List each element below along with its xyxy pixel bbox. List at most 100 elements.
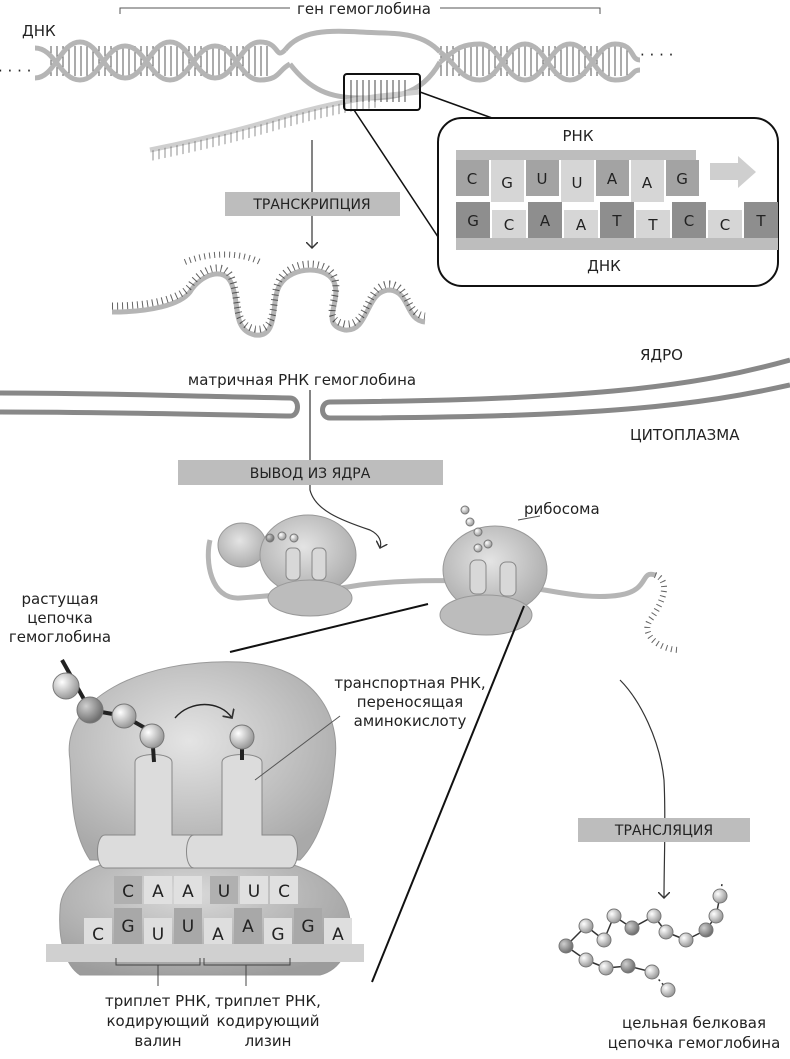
mrna-codon-base: A [324,918,352,945]
gene-bracket [119,7,601,14]
triplet-lysine-line2: кодирующий [216,1012,319,1030]
triplet-valine-line1: триплет РНК, [105,992,211,1010]
inset-dna-base-letter: A [540,212,551,230]
inset-rna-base: G [491,160,524,202]
inset-dna-base-letter: T [611,212,622,230]
mrna-codon-letter: U [182,917,194,937]
inset-dna-label: ДНК [587,257,621,275]
inset-dna-base-letter: A [576,216,587,234]
amino-acid-bead [698,922,714,938]
dna-left-ellipsis: · · · · [0,62,31,80]
mrna-codon-base: U [174,908,202,944]
inset-dna-base: T [600,202,634,238]
dna-label: ДНК [22,22,56,40]
inset-rna-base-letter: A [642,174,653,192]
mrna-codon-letter: A [332,925,344,945]
anticodon-base: C [270,876,298,904]
anticodon-letter: U [218,882,230,902]
inset-dna-base: G [456,202,490,238]
inset-rna-base-letter: U [537,170,548,188]
triplet-lysine-line1: триплет РНК, [215,992,321,1010]
mrna-codon-letter: G [121,917,134,937]
inset-rna-base: U [561,160,594,202]
inset-dna-base-letter: C [720,216,730,234]
anticodon-letter: A [152,882,164,902]
inset-dna-base: T [636,210,670,238]
mrna-codon-base: C [84,918,112,945]
amino-acid-bead [558,938,574,954]
inset-dna-base: C [672,202,706,238]
inset-dna-base: A [564,210,598,238]
translation-arrow [619,679,665,898]
amino-acid-bead [708,908,724,924]
trna-line2: переносящая [357,693,463,711]
mrna-codon-base: G [264,918,292,945]
mrna-codon-base: A [234,908,262,944]
hemoglobin-protein-chain [558,883,728,998]
mrna-codon-letter: C [92,925,104,945]
growing-chain-line3: гемоглобина [9,628,111,646]
mrna-codon-base: G [294,908,322,944]
trna-line3: аминокислоту [354,712,467,730]
inset-rna-base-letter: C [467,170,477,188]
inset-dna-base: C [708,210,742,238]
triplet-lysine-line3: лизин [245,1032,292,1050]
amino-acid-bead [644,964,660,980]
cytoplasm-label: ЦИТОПЛАЗМА [630,426,740,444]
export-label: ВЫВОД ИЗ ЯДРА [250,466,371,482]
triplet-valine-line3: валин [134,1032,181,1050]
mrna-label: матричная РНК гемоглобина [188,371,416,389]
zoom-region [343,73,493,259]
amino-acid-bead [646,908,662,924]
anticodon-base: A [174,876,202,904]
mrna-codon-letter: G [271,925,284,945]
inset-dna-base-letter: C [684,212,694,230]
inset-rna-base: G [666,160,699,196]
inset-rna-base-letter: G [501,174,513,192]
anticodon-letter: A [182,882,194,902]
amino-acid-bead [712,888,728,904]
inset-rna-base-letter: G [676,170,688,188]
translation-overview [205,505,681,653]
inset-dna-base-letter: C [504,216,514,234]
mrna-codon-base: U [144,918,172,945]
inset-rna-label: РНК [563,127,594,145]
anticodon-base: A [144,876,172,904]
inset-rna-base: U [526,160,559,196]
export-bar [178,460,443,485]
mrna-codon-letter: A [212,925,224,945]
inset-rna-base-letter: U [572,174,583,192]
translation-label: ТРАНСЛЯЦИЯ [614,823,713,839]
dna-helix [34,28,641,161]
full-chain-line1: цельная белковая [622,1014,766,1032]
amino-acid-bead [596,932,612,948]
anticodon-letter: U [248,882,260,902]
transcription-bar [225,192,400,216]
anticodon-base: C [114,876,142,904]
inset-rna-base-letter: A [607,170,618,188]
inset-dna-base: A [528,202,562,238]
anticodon-letter: C [122,882,134,902]
amino-acid-bead [620,958,636,974]
amino-acid-bead [578,952,594,968]
mrna-strand [111,251,426,338]
trna-line1: транспортная РНК, [334,674,485,692]
zoom-line-right [371,605,525,983]
zoom-line-left [229,603,429,653]
full-chain-line2: цепочка гемоглобина [608,1034,781,1052]
inset-rna-base: A [596,160,629,196]
inset-dna-base: T [744,202,778,238]
anticodon-base: U [210,876,238,904]
mrna-codon-base: G [114,908,142,944]
anticodon-letter: C [278,882,290,902]
growing-chain-line2: цепочка [27,609,93,627]
amino-acid-bead [578,918,594,934]
amino-acid-bead [678,932,694,948]
inset-dna-base-letter: T [755,212,766,230]
nucleus-label: ЯДРО [640,346,683,364]
mrna-codon-letter: G [301,917,314,937]
